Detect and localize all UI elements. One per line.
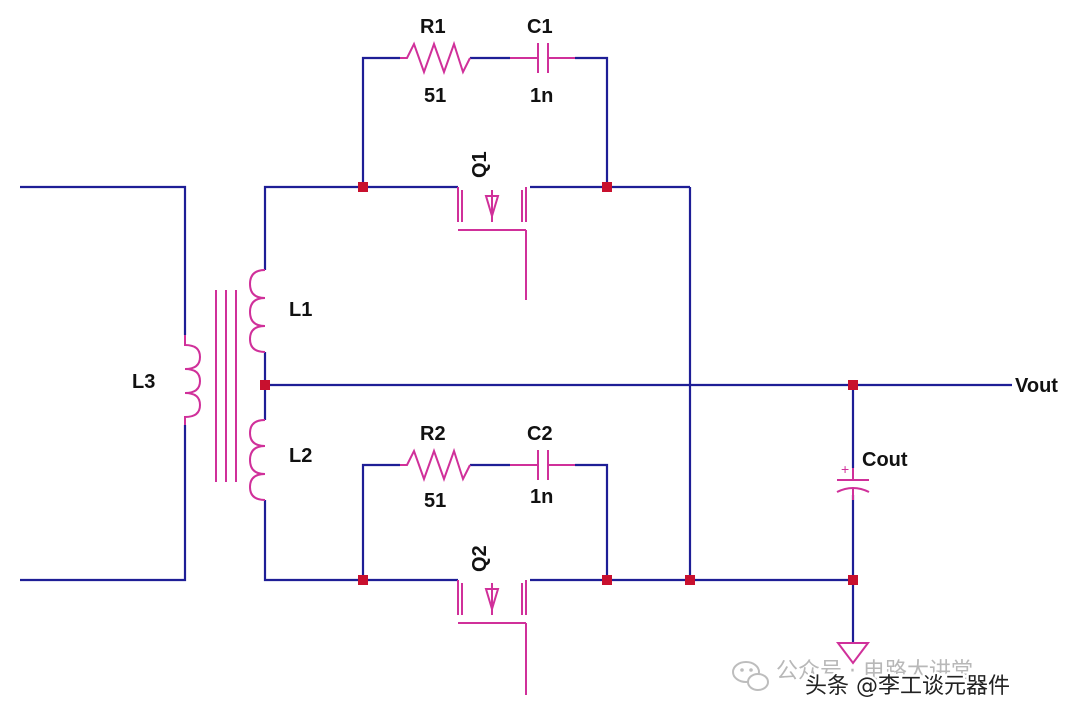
cout-plus-sign: + (841, 461, 849, 477)
cout-ref-label: Cout (862, 449, 908, 471)
wire-snubber2 (361, 463, 400, 580)
wire-c1-drain (575, 56, 609, 187)
wire-primary-bottom (20, 425, 187, 582)
capacitor-c2 (510, 450, 575, 480)
wires (20, 56, 1012, 643)
junctions (260, 182, 858, 585)
r2-ref-label: R2 (420, 423, 446, 445)
r2-zigzag (400, 447, 471, 482)
q2-ref-label: Q2 (469, 545, 491, 572)
junction-dot (358, 182, 368, 192)
l2-ref-label: L2 (289, 445, 312, 467)
l3-ref-label: L3 (132, 371, 155, 393)
capacitor-c1 (510, 43, 575, 73)
c1-ref-label: C1 (527, 16, 553, 38)
transformer (184, 269, 266, 501)
mosfet-q2 (457, 580, 527, 695)
l3-coil (184, 335, 202, 425)
c1-value-label: 1n (530, 85, 553, 107)
l1-ref-label: L1 (289, 299, 312, 321)
capacitor-cout: + (836, 461, 870, 500)
l1-coil (248, 269, 266, 353)
watermark-front-text: 头条 @李工谈元器件 (805, 674, 1010, 699)
r1-zigzag (400, 40, 471, 75)
watermark: 公众号 · 电路大讲堂 头条 @李工谈元器件 头条 @李工谈元器件 (732, 659, 1013, 702)
junction-dot (358, 575, 368, 585)
resistor-r2 (400, 447, 471, 482)
ground-symbol (836, 642, 870, 665)
labels: R1 51 C1 1n Q1 R2 51 C2 1n Q2 L1 L2 L3 C… (132, 16, 1058, 572)
r2-value-label: 51 (424, 490, 446, 512)
q1-ref-label: Q1 (469, 151, 491, 178)
junction-dot (602, 575, 612, 585)
q2-arrow (484, 588, 500, 613)
junction-dot (848, 575, 858, 585)
watermark-back-text: 公众号 · 电路大讲堂 (776, 659, 973, 684)
wire-l1-top (263, 185, 363, 270)
wire-c2-drain (575, 463, 609, 580)
l2-coil (248, 419, 266, 501)
junction-dot (602, 182, 612, 192)
wire-snubber1 (361, 56, 400, 187)
c2-ref-label: C2 (527, 423, 553, 445)
q1-arrow (484, 195, 500, 220)
junction-dot (848, 380, 858, 390)
resistor-r1 (400, 40, 471, 75)
junction-dot (260, 380, 270, 390)
vout-label: Vout (1015, 375, 1058, 397)
wechat-icon (732, 661, 769, 691)
watermark-front-text-fill: 头条 @李工谈元器件 (805, 674, 1010, 699)
wire-l2-bottom (263, 500, 363, 582)
r1-value-label: 51 (424, 85, 446, 107)
c2-value-label: 1n (530, 486, 553, 508)
mosfet-q1 (457, 187, 527, 300)
junction-dot (685, 575, 695, 585)
wire-primary-top (20, 185, 187, 335)
r1-ref-label: R1 (420, 16, 446, 38)
